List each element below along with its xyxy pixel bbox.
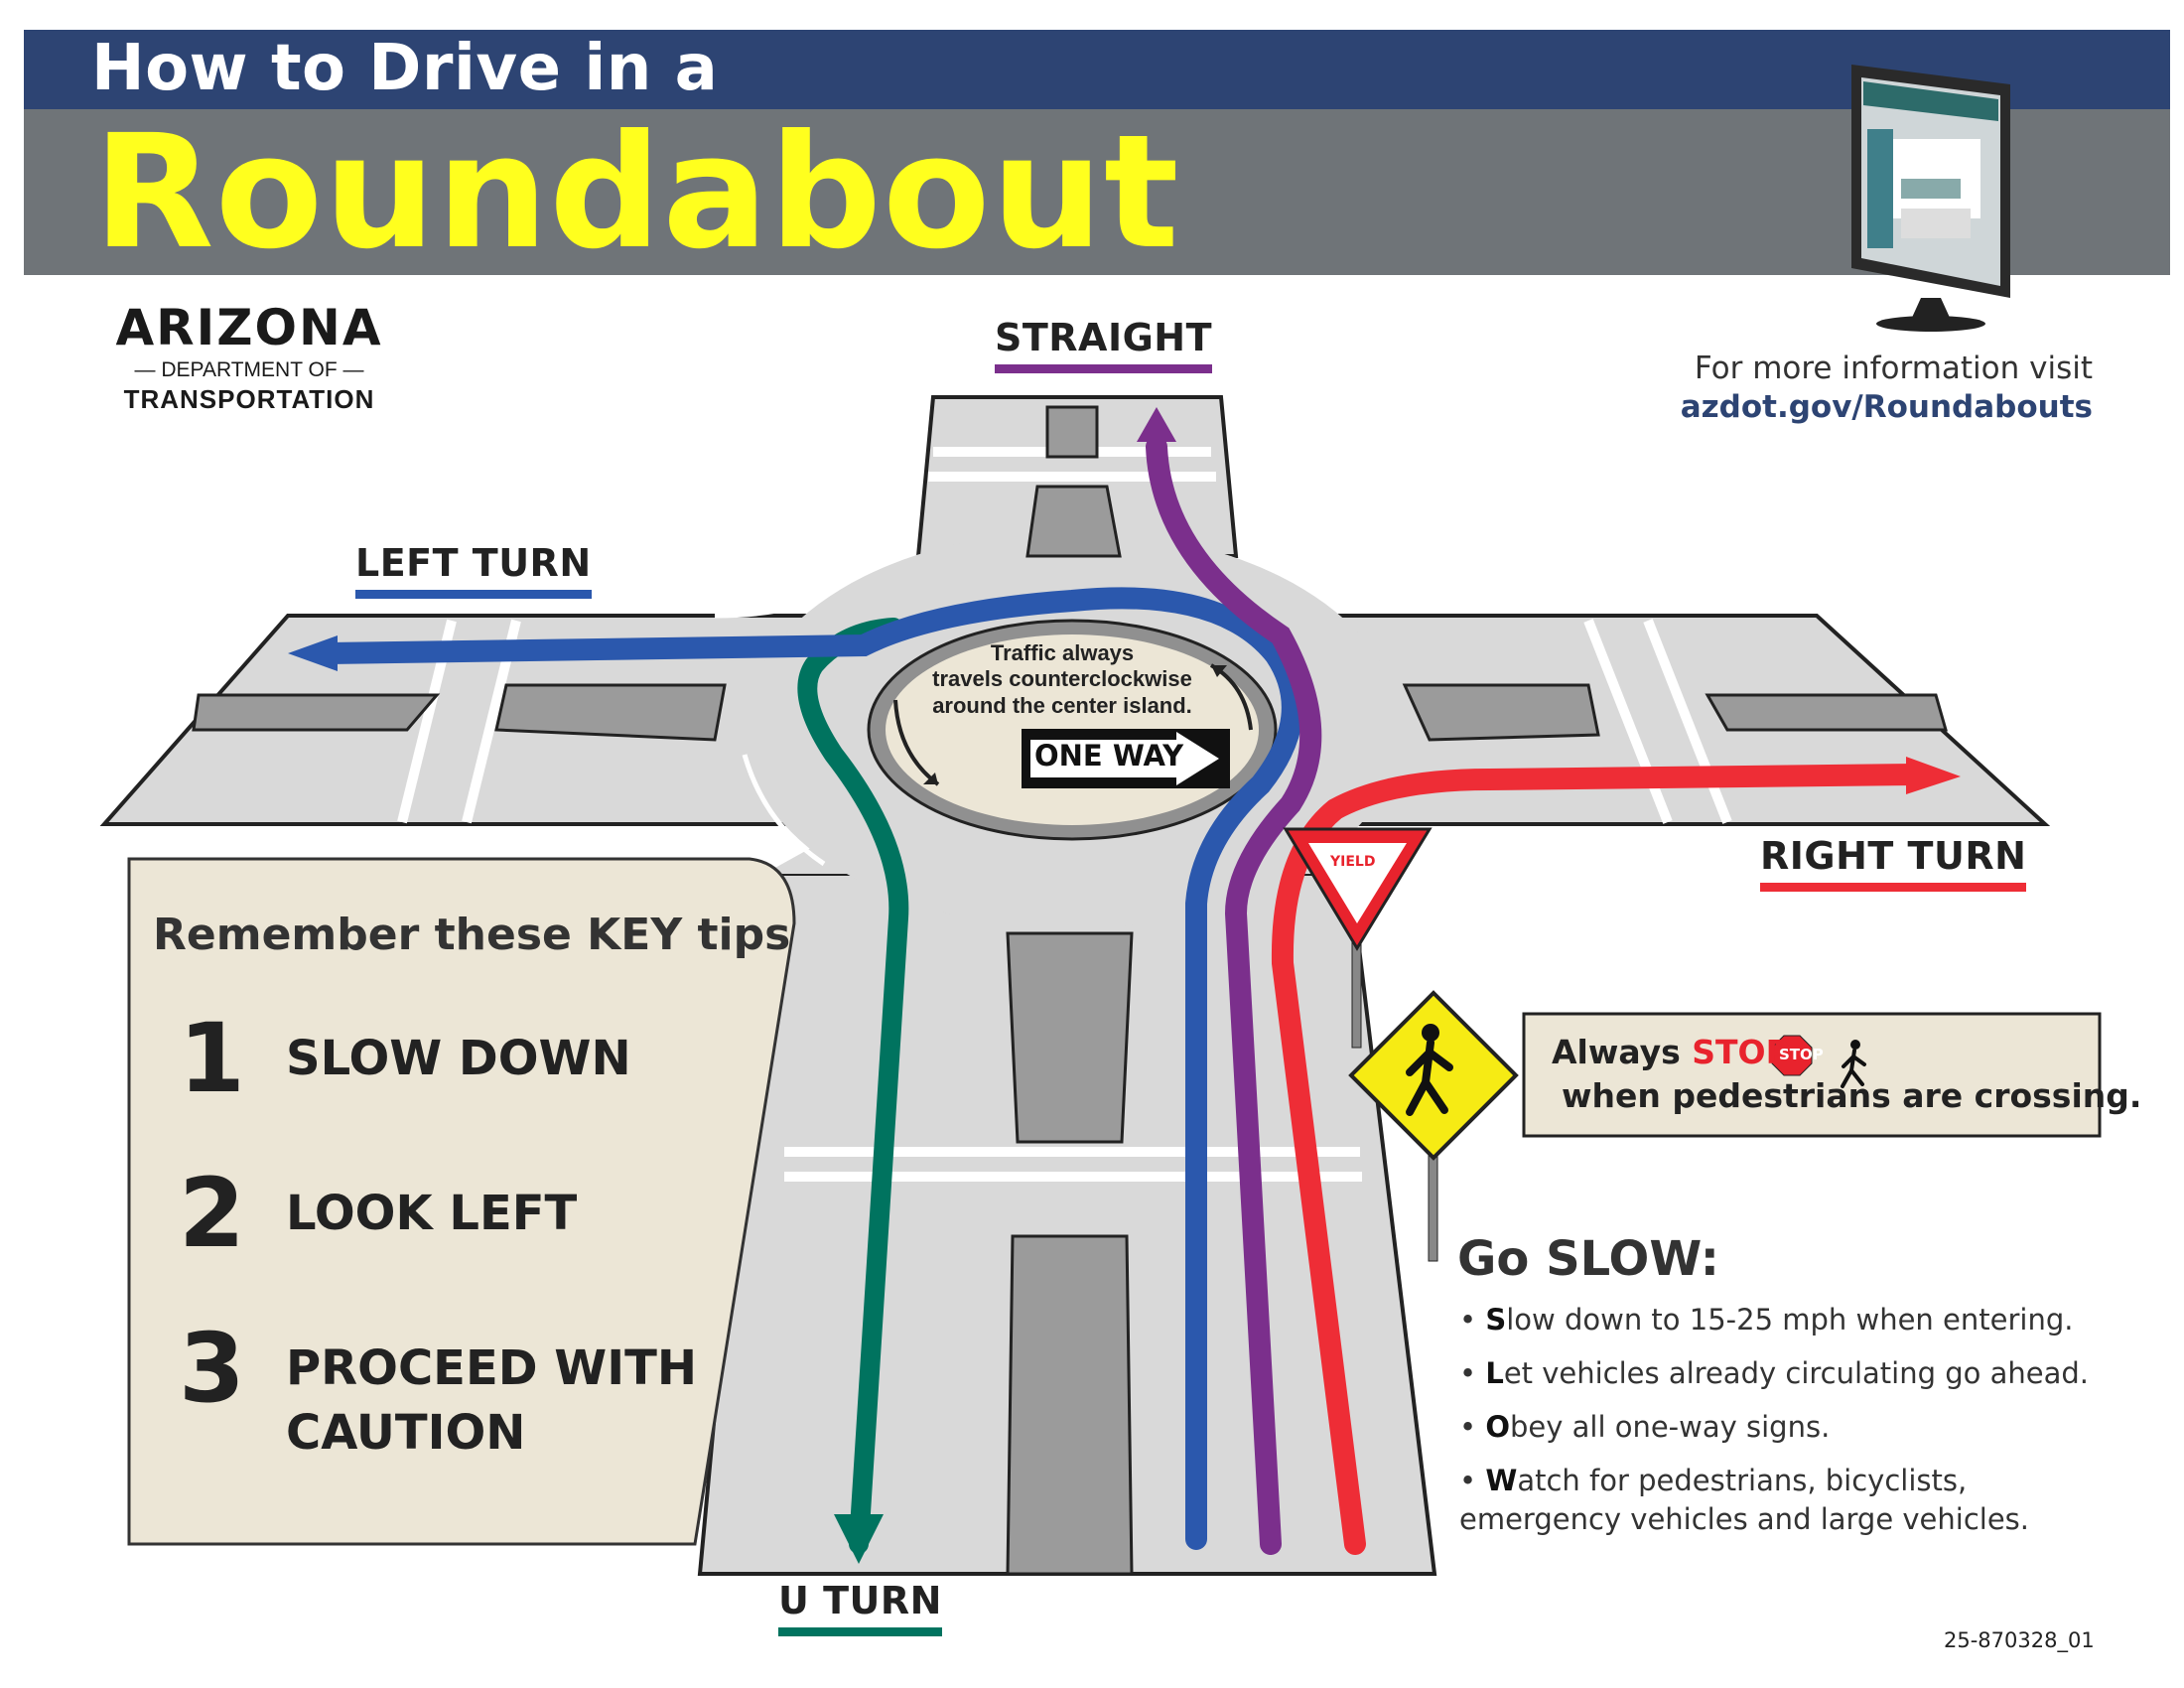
bullet-initial: L: [1485, 1356, 1504, 1390]
one-way-sign-text: ONE WAY: [1034, 739, 1184, 773]
route-color-bar: [778, 1627, 942, 1636]
island-text-line: travels counterclockwise: [932, 666, 1192, 692]
header-banner-bottom: [24, 109, 2170, 275]
tip-number: 1: [179, 1003, 245, 1114]
go-slow-title: Go SLOW:: [1457, 1231, 1719, 1287]
route-label-text: RIGHT TURN: [1760, 834, 2027, 878]
route-label-straight: STRAIGHT: [995, 316, 1213, 373]
tip-text: SLOW DOWN: [286, 1031, 631, 1086]
route-color-bar: [355, 590, 592, 599]
bullet-initial: S: [1485, 1303, 1507, 1336]
pedestrian-notice-line2: when pedestrians are crossing.: [1562, 1076, 2142, 1115]
route-label-text: U TURN: [778, 1579, 942, 1622]
route-color-bar: [1760, 883, 2027, 892]
go-slow-bullet: • Slow down to 15-25 mph when entering.: [1459, 1303, 2074, 1336]
pedestrian-notice-box: [1522, 1012, 2102, 1138]
page-title-line1: How to Drive in a: [91, 32, 719, 105]
pedestrian-icon: [1841, 1040, 1866, 1088]
left-turn-path: [317, 587, 1303, 1550]
computer-monitor-icon: [1851, 65, 2010, 332]
bullet-text: low down to 15-25 mph when entering.: [1506, 1303, 2074, 1336]
route-color-bar: [995, 364, 1213, 373]
bullet-initial: W: [1485, 1464, 1518, 1497]
bullet-text: et vehicles already circulating go ahead…: [1503, 1356, 2090, 1390]
bullet-text: bey all one-way signs.: [1509, 1410, 1831, 1444]
tip-text: PROCEED WITH CAUTION: [286, 1340, 698, 1461]
straight-path: [1146, 436, 1322, 1555]
right-turn-path: [1271, 764, 1927, 1555]
more-info: For more information visit azdot.gov/Rou…: [1681, 350, 2093, 427]
document-number: 25-870328_01: [1944, 1628, 2095, 1652]
go-slow-bullet: • Let vehicles already circulating go ah…: [1459, 1356, 2090, 1390]
tip-number: 3: [179, 1313, 245, 1424]
header-banner-top: [24, 30, 2170, 109]
pedestrian-notice-line1: Always STOP: [1552, 1033, 1790, 1071]
yield-sign-icon: [1283, 827, 1433, 1049]
stop-sign-text: STOP: [1779, 1046, 1824, 1063]
island-text-line: around the center island.: [932, 692, 1192, 718]
island-text-line: Traffic always: [990, 640, 1135, 665]
adot-logo: ARIZONA — DEPARTMENT OF — TRANSPORTATION: [95, 303, 403, 415]
logo-name: ARIZONA: [115, 299, 383, 356]
route-label-u-turn: U TURN: [778, 1579, 942, 1636]
stop-sign-icon: [1771, 1035, 1813, 1076]
tip-text: LOOK LEFT: [286, 1186, 578, 1241]
logo-department: — DEPARTMENT OF —: [134, 358, 364, 381]
logo-transportation: TRANSPORTATION: [123, 384, 375, 414]
stop-word: STOP: [1692, 1033, 1790, 1071]
pedestrian-crossing-sign-icon: [1348, 990, 1519, 1262]
go-slow-bullet: • Obey all one-way signs.: [1459, 1410, 1831, 1444]
route-label-right-turn: RIGHT TURN: [1760, 834, 2027, 892]
bullet-initial: O: [1485, 1410, 1510, 1444]
route-label-text: STRAIGHT: [995, 316, 1213, 359]
tip-number: 2: [179, 1158, 245, 1269]
yield-sign-text: YIELD: [1330, 854, 1376, 870]
page-title-line2: Roundabout: [93, 101, 1180, 284]
more-info-label: For more information visit: [1694, 351, 2093, 386]
go-slow-bullet: • Watch for pedestrians, bicyclists, eme…: [1459, 1464, 2030, 1537]
route-label-left-turn: LEFT TURN: [355, 541, 592, 599]
splitter-islands: [192, 405, 1948, 1576]
always-word: Always: [1552, 1033, 1681, 1071]
key-tips-panel: [127, 857, 796, 1546]
center-island-text: Traffic always travels counterclockwise …: [874, 640, 1251, 719]
route-label-text: LEFT TURN: [355, 541, 592, 585]
more-info-link[interactable]: azdot.gov/Roundabouts: [1680, 388, 2093, 425]
bullet-text: atch for pedestrians, bicyclists, emerge…: [1459, 1464, 2030, 1537]
key-tips-title: Remember these KEY tips: [153, 910, 791, 960]
